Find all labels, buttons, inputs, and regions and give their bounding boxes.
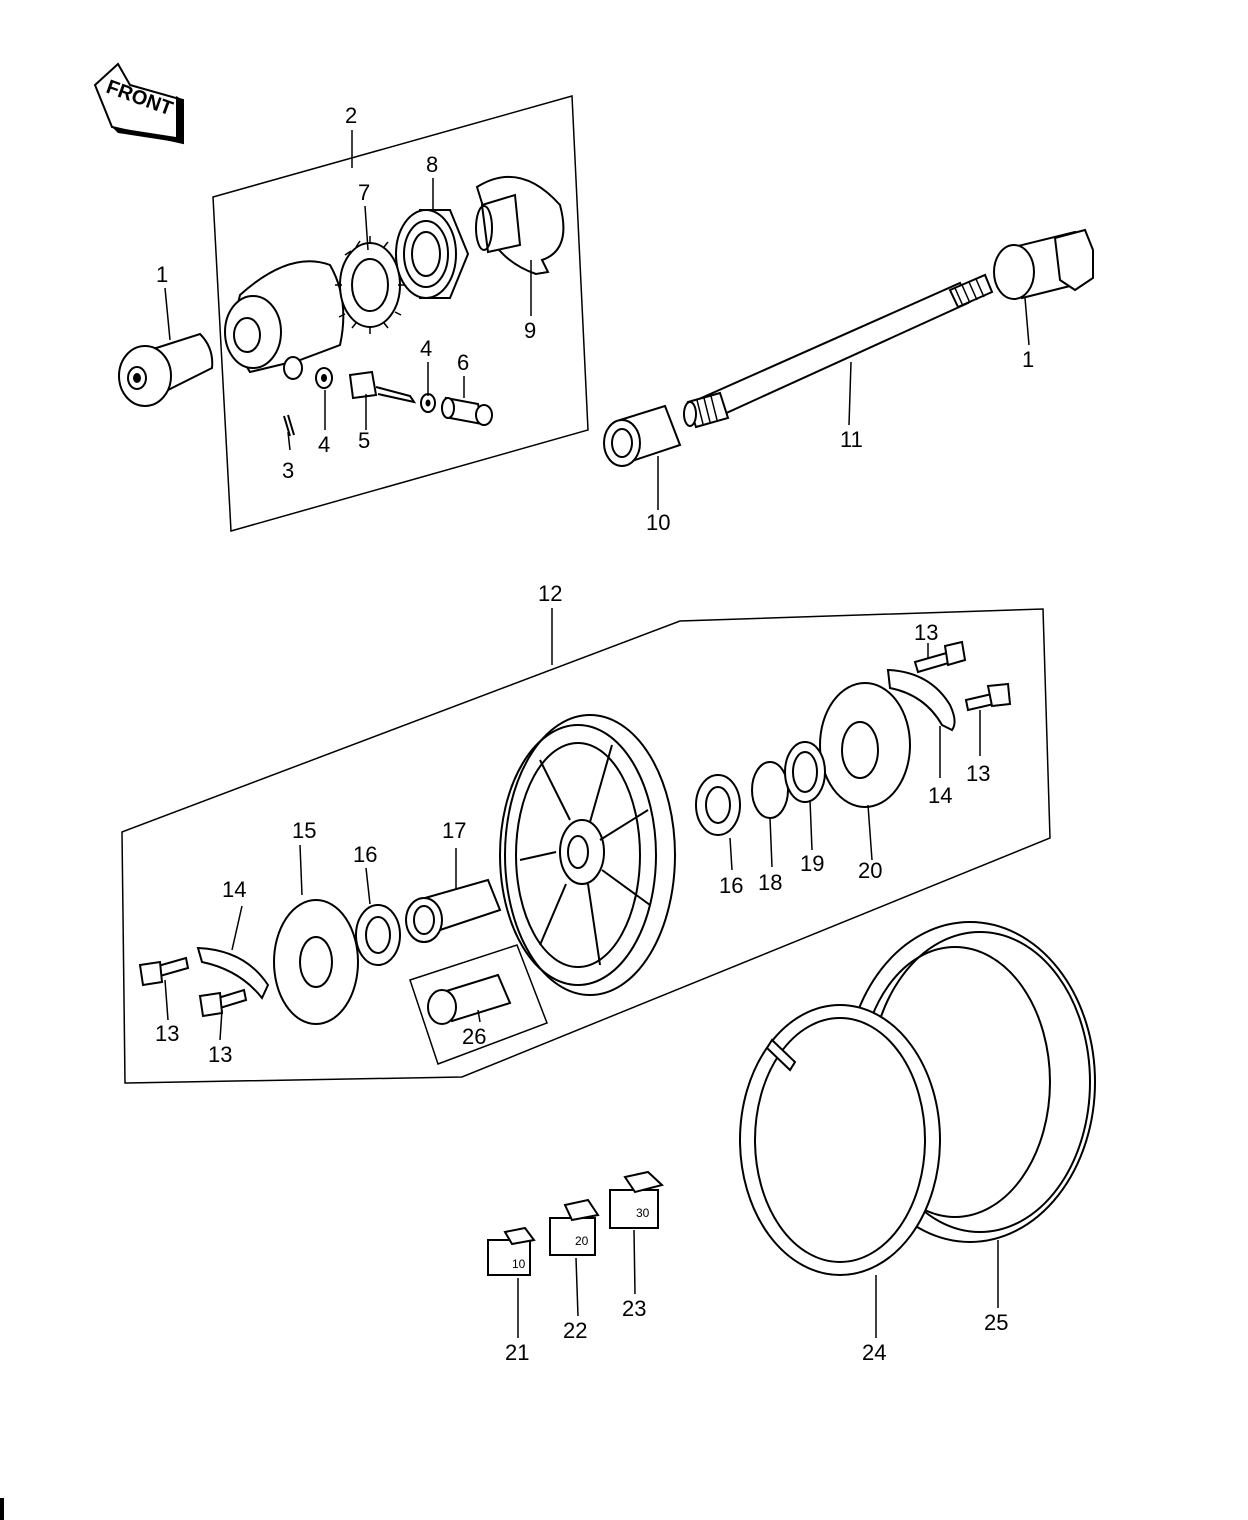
callout-19: 19 xyxy=(800,851,824,876)
callout-13: 13 xyxy=(914,620,938,645)
distance-collar-part xyxy=(405,878,502,943)
disc-plate-part xyxy=(819,682,911,808)
callout-13: 13 xyxy=(155,1021,179,1046)
speedometer-gear-box-outline xyxy=(212,95,589,532)
callout-labels: 1 1 2 3 4 4 5 6 7 8 9 10 11 12 13 13 13 … xyxy=(155,103,1034,1365)
lock-plate-part xyxy=(196,946,270,1000)
callout-11: 11 xyxy=(840,427,863,452)
pad-marking: 20 xyxy=(575,1234,589,1248)
axle-nut-right-part xyxy=(993,228,1094,300)
callout-22: 22 xyxy=(563,1318,587,1343)
brake-pad-part: 30 xyxy=(609,1170,665,1229)
bushing-part xyxy=(441,396,493,426)
axle-nut-left-part xyxy=(118,332,214,407)
pad-marking: 10 xyxy=(512,1257,526,1271)
wheel-assembly-outline xyxy=(121,608,1051,1084)
drive-gear-part xyxy=(335,236,405,334)
callout-7: 7 xyxy=(358,180,370,205)
drive-plate-part xyxy=(475,175,565,276)
brake-pad-part: 10 xyxy=(487,1226,536,1276)
collar-part xyxy=(603,404,682,467)
callout-14: 14 xyxy=(928,783,952,808)
callout-1: 1 xyxy=(156,262,168,287)
callout-24: 24 xyxy=(862,1340,886,1365)
callout-6: 6 xyxy=(457,350,469,375)
front-arrow-icon: FRONT xyxy=(93,62,184,145)
oil-seal-part xyxy=(395,209,470,299)
callout-4: 4 xyxy=(318,432,330,457)
inner-tube-part xyxy=(739,1004,941,1276)
callout-20: 20 xyxy=(858,858,882,883)
callout-10: 10 xyxy=(646,510,670,535)
callout-23: 23 xyxy=(622,1296,646,1321)
pad-marking: 30 xyxy=(636,1206,650,1220)
callout-14: 14 xyxy=(222,877,246,902)
axle-part xyxy=(683,273,994,429)
callout-16: 16 xyxy=(353,842,377,867)
oil-seal-part xyxy=(784,741,826,803)
gear-housing-part xyxy=(224,260,345,380)
callout-3: 3 xyxy=(282,458,294,483)
callout-5: 5 xyxy=(358,428,370,453)
pinion-part xyxy=(348,370,417,404)
lock-plate-part xyxy=(886,668,956,732)
disc-plate-part xyxy=(273,899,359,1025)
circlip-part xyxy=(751,761,789,819)
callout-15: 15 xyxy=(292,818,316,843)
bolt-part xyxy=(138,956,190,987)
washer-part xyxy=(315,367,333,389)
callout-9: 9 xyxy=(524,318,536,343)
bolt-part xyxy=(964,682,1012,712)
brake-pad-part: 20 xyxy=(549,1198,600,1256)
callout-8: 8 xyxy=(426,152,438,177)
callout-13: 13 xyxy=(208,1042,232,1067)
collar-kit-box-outline xyxy=(409,944,548,1065)
edge-mark xyxy=(0,1498,4,1520)
callout-1: 1 xyxy=(1022,347,1034,372)
callout-13: 13 xyxy=(966,761,990,786)
callout-21: 21 xyxy=(505,1340,529,1365)
front-label: FRONT xyxy=(103,76,175,120)
collar-part xyxy=(427,973,512,1025)
bearing-part xyxy=(355,904,401,966)
callout-4: 4 xyxy=(420,336,432,361)
cotter-pin-part xyxy=(283,414,295,437)
callout-18: 18 xyxy=(758,870,782,895)
bolt-part xyxy=(913,640,967,674)
callout-16: 16 xyxy=(719,873,743,898)
bearing-part xyxy=(695,774,741,836)
callout-leaders xyxy=(164,130,1030,1338)
callout-17: 17 xyxy=(442,818,466,843)
cast-wheel-part xyxy=(499,714,676,996)
bolt-part xyxy=(198,988,248,1018)
callout-26: 26 xyxy=(462,1024,486,1049)
callout-12: 12 xyxy=(538,581,562,606)
callout-2: 2 xyxy=(345,103,357,128)
washer-part xyxy=(420,393,436,413)
callout-25: 25 xyxy=(984,1310,1008,1335)
